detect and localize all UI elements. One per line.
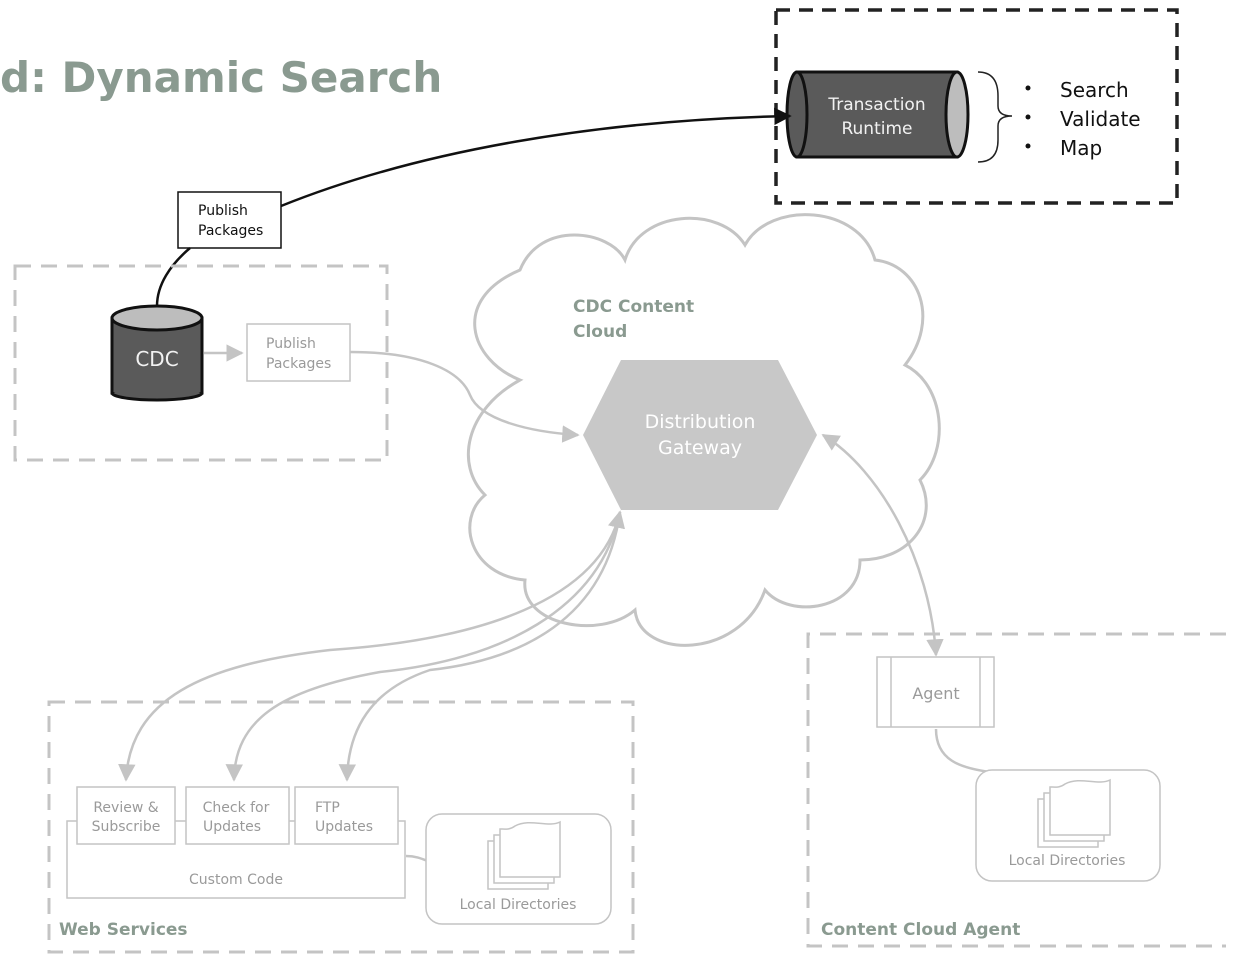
folder-stack-icon <box>1037 778 1111 848</box>
gateway-label-line2: Gateway <box>658 437 742 459</box>
publish-to-gateway-arrow <box>349 350 580 443</box>
svg-text:Check for: Check for <box>203 800 270 816</box>
gateway-ftp-arrow <box>338 511 622 782</box>
page-title: d: Dynamic Search <box>0 53 442 102</box>
transaction-runtime-cylinder: Transaction Runtime <box>785 70 970 159</box>
bullet-validate: Validate <box>1060 107 1141 131</box>
web-services-label: Web Services <box>59 920 188 940</box>
agent-box: Agent <box>876 656 995 728</box>
svg-text:Subscribe: Subscribe <box>92 819 161 835</box>
publish-to-runtime-arrow <box>280 107 792 208</box>
cloud-label-line2: Cloud <box>573 322 627 342</box>
cdc-to-publish-line <box>155 247 191 307</box>
bullet-search: Search <box>1060 78 1129 102</box>
agent-group-label: Content Cloud Agent <box>821 920 1020 940</box>
bullet-map: Map <box>1060 136 1102 160</box>
check-for-updates-box: Check for Updates <box>185 786 290 845</box>
svg-text:Updates: Updates <box>203 819 261 835</box>
runtime-label-line1: Transaction <box>827 95 925 115</box>
custom-code-label: Custom Code <box>189 872 283 888</box>
cdc-database-icon: CDC <box>110 304 204 402</box>
svg-text:Updates: Updates <box>315 819 373 835</box>
review-subscribe-box: Review & Subscribe <box>76 786 176 845</box>
svg-text:Publish: Publish <box>198 203 248 219</box>
publish-packages-box-top: Publish Packages <box>177 191 282 249</box>
folder-stack-icon <box>487 820 561 890</box>
svg-text:FTP: FTP <box>315 800 340 816</box>
distribution-gateway: Distribution Gateway <box>583 360 817 510</box>
agent-group-border <box>806 632 1226 948</box>
cdc-label: CDC <box>135 347 178 371</box>
gateway-review-arrow <box>118 510 626 782</box>
gateway-check-arrow <box>225 511 622 782</box>
cdc-group-border <box>13 264 389 462</box>
web-services-group-border <box>47 700 635 954</box>
svg-text:Publish: Publish <box>266 336 316 352</box>
runtime-label-line2: Runtime <box>841 119 912 139</box>
agent-label: Agent <box>912 684 959 703</box>
local-directories-web: Local Directories <box>425 813 612 925</box>
svg-text:Packages: Packages <box>266 356 331 372</box>
gateway-label-line1: Distribution <box>645 411 756 433</box>
gateway-agent-arrow <box>821 433 944 657</box>
ftp-updates-box: FTP Updates <box>294 786 399 845</box>
local-directories-web-label: Local Directories <box>460 897 577 913</box>
local-directories-agent: Local Directories <box>975 769 1161 882</box>
runtime-bullets: Search Validate Map <box>1025 78 1141 160</box>
runtime-group-border <box>774 8 1179 205</box>
svg-text:Packages: Packages <box>198 223 263 239</box>
brace-icon <box>977 71 1013 163</box>
local-directories-agent-label: Local Directories <box>1009 853 1126 869</box>
svg-text:Review &: Review & <box>93 800 158 816</box>
publish-packages-box-inner: Publish Packages <box>246 323 351 382</box>
cloud-label-line1: CDC Content <box>573 297 694 317</box>
